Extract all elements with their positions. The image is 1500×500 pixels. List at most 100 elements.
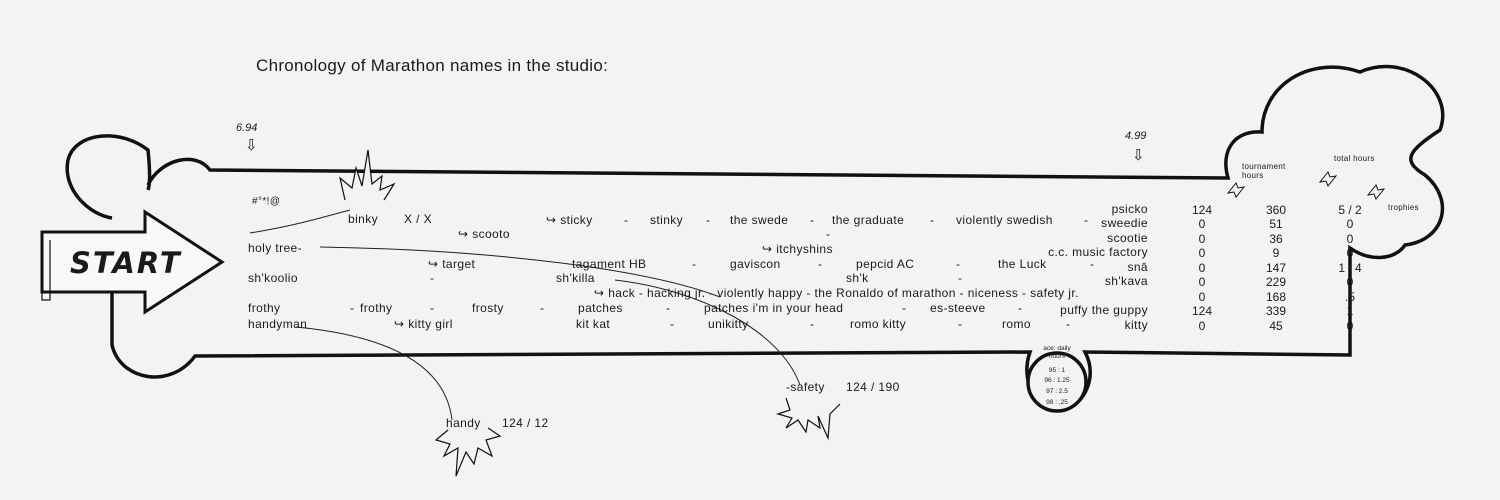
sep: - (930, 213, 935, 227)
sep: - (1018, 301, 1023, 315)
name-the-swede: the swede (730, 213, 789, 227)
row-name-frothy: frothy (248, 301, 281, 315)
header-total-hours: total hours (1334, 154, 1375, 163)
table-cell-tournament: 0 (1198, 290, 1206, 304)
name-gaviscon: gaviscon (730, 257, 781, 271)
name-kit-kat: kit kat (576, 317, 611, 331)
table-cell-tournament: 0 (1198, 217, 1206, 231)
final-name-2: sweedie (1101, 216, 1148, 230)
burst-handy (434, 427, 502, 477)
ace-row: 95 : 1 (1048, 367, 1066, 374)
ace-circle (1026, 351, 1088, 413)
table-cell-total: 360 (1265, 203, 1287, 217)
final-name-1: psicko (1111, 202, 1148, 216)
sep: - (958, 271, 963, 285)
price-left: 6.94 (236, 122, 258, 134)
sep: - (666, 301, 671, 315)
sep: - (540, 301, 545, 315)
row-name-binky-score: X / X (404, 212, 433, 226)
table-cell-trophies: 0 (1346, 217, 1354, 231)
header-tournament-hours: tournament hours (1242, 162, 1286, 180)
table-cell-tournament: 0 (1198, 275, 1206, 289)
sep: - (902, 301, 907, 315)
table-cell-trophies: 0 (1346, 275, 1354, 289)
final-name-4: c.c. music factory (1048, 245, 1148, 259)
callout-handy: handy (446, 416, 481, 430)
name-shk: sh'k (846, 271, 869, 285)
name-stinky: stinky (650, 213, 684, 227)
burst-safety (775, 397, 841, 441)
sep: - (1066, 317, 1071, 331)
name-kitty-girl: ↪ kitty girl (394, 317, 453, 331)
table-cell-trophies: .5 (1344, 290, 1355, 304)
sep: - (706, 213, 711, 227)
name-pepcid: pepcid AC (856, 257, 915, 271)
start-label: START (70, 246, 182, 280)
table-cell-total: 9 (1272, 246, 1280, 260)
table-cell-total: 229 (1265, 275, 1287, 289)
table-cell-tournament: 0 (1198, 261, 1206, 275)
sep: - (430, 301, 435, 315)
table-cell-trophies: 0 (1346, 319, 1354, 333)
table-cell-tournament: 124 (1191, 304, 1213, 318)
ace-row: 97 : 2.5 (1046, 388, 1068, 395)
left-bubble (65, 134, 152, 220)
table-cell-tournament: 0 (1198, 319, 1206, 333)
row-name-binky: binky (348, 212, 379, 226)
table-cell-trophies: 1 (1346, 304, 1354, 318)
table-cell-tournament: 0 (1198, 246, 1206, 260)
name-unikitty: unikitty (708, 317, 749, 331)
table-cell-trophies: 5 / 2 (1338, 203, 1362, 217)
name-patches: patches (578, 301, 623, 315)
burst-binky (339, 149, 396, 201)
sep: - (956, 257, 961, 271)
final-name-9: kitty (1124, 318, 1148, 332)
callout-safety: -safety (786, 380, 825, 394)
price-right: 4.99 (1125, 130, 1147, 142)
callout-handy-score: 124 / 12 (502, 416, 549, 430)
table-cell-trophies: 0 (1346, 246, 1354, 260)
sep: - (1090, 257, 1095, 271)
table-cell-trophies: 1 / 4 (1338, 261, 1362, 275)
sep: - (958, 317, 963, 331)
name-scooto: ↪ scooto (458, 227, 510, 241)
row-name-holytree: holy tree- (248, 241, 303, 255)
callout-safety-score: 124 / 190 (846, 380, 900, 394)
sep: - (624, 213, 629, 227)
curve-handy (295, 326, 453, 421)
final-name-5: snā (1127, 260, 1148, 274)
down-arrow-icon: ⇩ (245, 137, 258, 154)
table-cell-total: 339 (1265, 304, 1287, 318)
table-cell-tournament: 0 (1198, 232, 1206, 246)
final-name-6: sh'kava (1104, 274, 1148, 288)
table-cell-tournament: 124 (1191, 203, 1213, 217)
table-cell-total: 51 (1269, 217, 1283, 231)
name-romo-kitty: romo kitty (850, 317, 907, 331)
curve-safety (614, 279, 801, 386)
ace-row: 98 : .25 (1046, 399, 1068, 406)
table-cell-total: 36 (1269, 232, 1283, 246)
sep: - (1084, 213, 1089, 227)
ace-row: 96 : 1.25 (1044, 377, 1070, 384)
name-shkilla: sh'killa (556, 271, 595, 285)
name-frothy-2: frothy (360, 301, 393, 315)
ace-header: ace: daily hours (1043, 345, 1071, 360)
sep: - (810, 213, 815, 227)
sep: - (810, 317, 815, 331)
final-name-8: puffy the guppy (1060, 303, 1148, 317)
row-name-symbols: #°*!@ (252, 196, 281, 207)
sep: - (350, 301, 355, 315)
table-cell-total: 45 (1269, 319, 1283, 333)
name-sticky: ↪ sticky (546, 213, 593, 227)
name-hack-chain: ↪ hack - hacking jr. - violently happy -… (594, 286, 1079, 300)
sep: - (692, 257, 697, 271)
name-the-graduate: the graduate (832, 213, 905, 227)
name-frosty: frosty (472, 301, 504, 315)
name-the-luck: the Luck (998, 257, 1047, 271)
sep: - (818, 257, 823, 271)
table-cell-trophies: 0 (1346, 232, 1354, 246)
name-patches-head: patches i'm in your head (704, 301, 844, 315)
curve-holytree (319, 246, 721, 298)
final-name-3: scootie (1107, 231, 1148, 245)
